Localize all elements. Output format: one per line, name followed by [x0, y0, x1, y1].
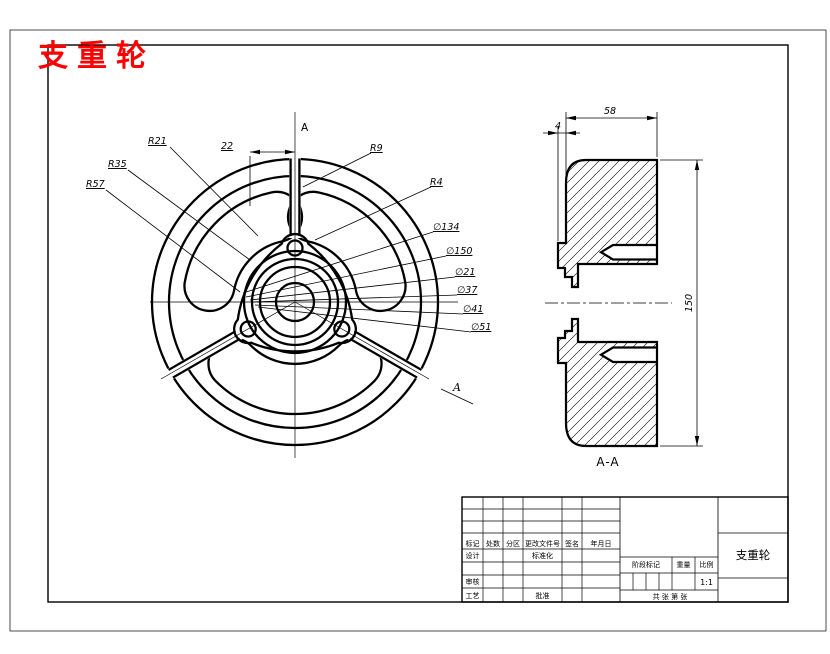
radius-leaders — [105, 146, 432, 293]
tb-mark: 标记 — [466, 539, 480, 548]
section-letter-top: A — [301, 122, 309, 134]
section-letter-bottom: A — [452, 381, 461, 394]
section-view: 58 4 150 A-A — [543, 106, 703, 469]
label-d150: ∅150 — [446, 246, 472, 257]
tb-process: 工艺 — [466, 592, 480, 600]
tb-scale-value: 1:1 — [700, 578, 713, 587]
section-arrow-line — [440, 388, 474, 405]
bolt-hole-top — [286, 239, 304, 257]
centerlines — [150, 112, 458, 458]
tb-weight: 重量 — [677, 561, 691, 569]
label-r4: R4 — [430, 177, 443, 188]
bore-circle-21 — [274, 281, 316, 323]
section-label: A-A — [596, 455, 619, 469]
section-lower-body — [556, 317, 659, 448]
tb-count: 处数 — [486, 539, 500, 548]
tb-check: 审核 — [466, 577, 480, 586]
label-r57: R57 — [86, 179, 105, 190]
label-d41: ∅41 — [463, 304, 483, 315]
tb-scale: 比例 — [700, 560, 714, 569]
tb-change-doc: 更改文件号 — [525, 539, 560, 548]
hub-circle-51 — [242, 249, 348, 355]
dim-58: 58 — [565, 106, 658, 178]
label-d51: ∅51 — [471, 322, 491, 333]
tb-date: 年月日 — [591, 539, 612, 548]
tb-standard: 标准化 — [532, 551, 553, 560]
dim-4-text: 4 — [555, 121, 561, 132]
tb-approve: 批准 — [536, 591, 550, 600]
label-r35: R35 — [108, 159, 127, 170]
dim-150-text: 150 — [684, 294, 695, 312]
title-block-grid — [462, 497, 788, 602]
dim-58-text: 58 — [604, 106, 616, 117]
tb-sign: 签名 — [565, 539, 579, 548]
tb-stage-mark: 阶段标记 — [632, 560, 660, 569]
dim-4: 4 — [543, 121, 580, 241]
kidney-slot-upper-right — [286, 190, 407, 313]
tb-zone: 分区 — [506, 539, 520, 548]
sheet-frame — [9, 29, 827, 632]
page-title: 支重轮 — [38, 39, 155, 74]
label-d134: ∅134 — [433, 222, 459, 233]
tb-part-name: 支重轮 — [736, 548, 771, 562]
dim-150: 150 — [660, 159, 703, 447]
section-upper-body — [556, 158, 659, 289]
front-view: R21 R35 R57 R9 R4 ∅134 ∅150 ∅21 ∅37 ∅41 … — [86, 112, 491, 458]
dim-22-text: 22 — [221, 141, 233, 152]
tb-sheet-info: 共 张 第 张 — [653, 592, 688, 601]
label-r9: R9 — [370, 143, 383, 154]
tb-design: 设计 — [466, 551, 480, 560]
label-d21: ∅21 — [455, 267, 475, 278]
hub-trefoil — [233, 232, 357, 353]
label-d37: ∅37 — [457, 285, 477, 296]
diameter-leaders — [242, 231, 472, 333]
label-r21: R21 — [148, 136, 167, 147]
dim-22: 22 — [221, 141, 295, 206]
title-block: 标记 处数 分区 更改文件号 签名 年月日 设计 标准化 审核 工艺 批准 阶段… — [461, 496, 789, 603]
